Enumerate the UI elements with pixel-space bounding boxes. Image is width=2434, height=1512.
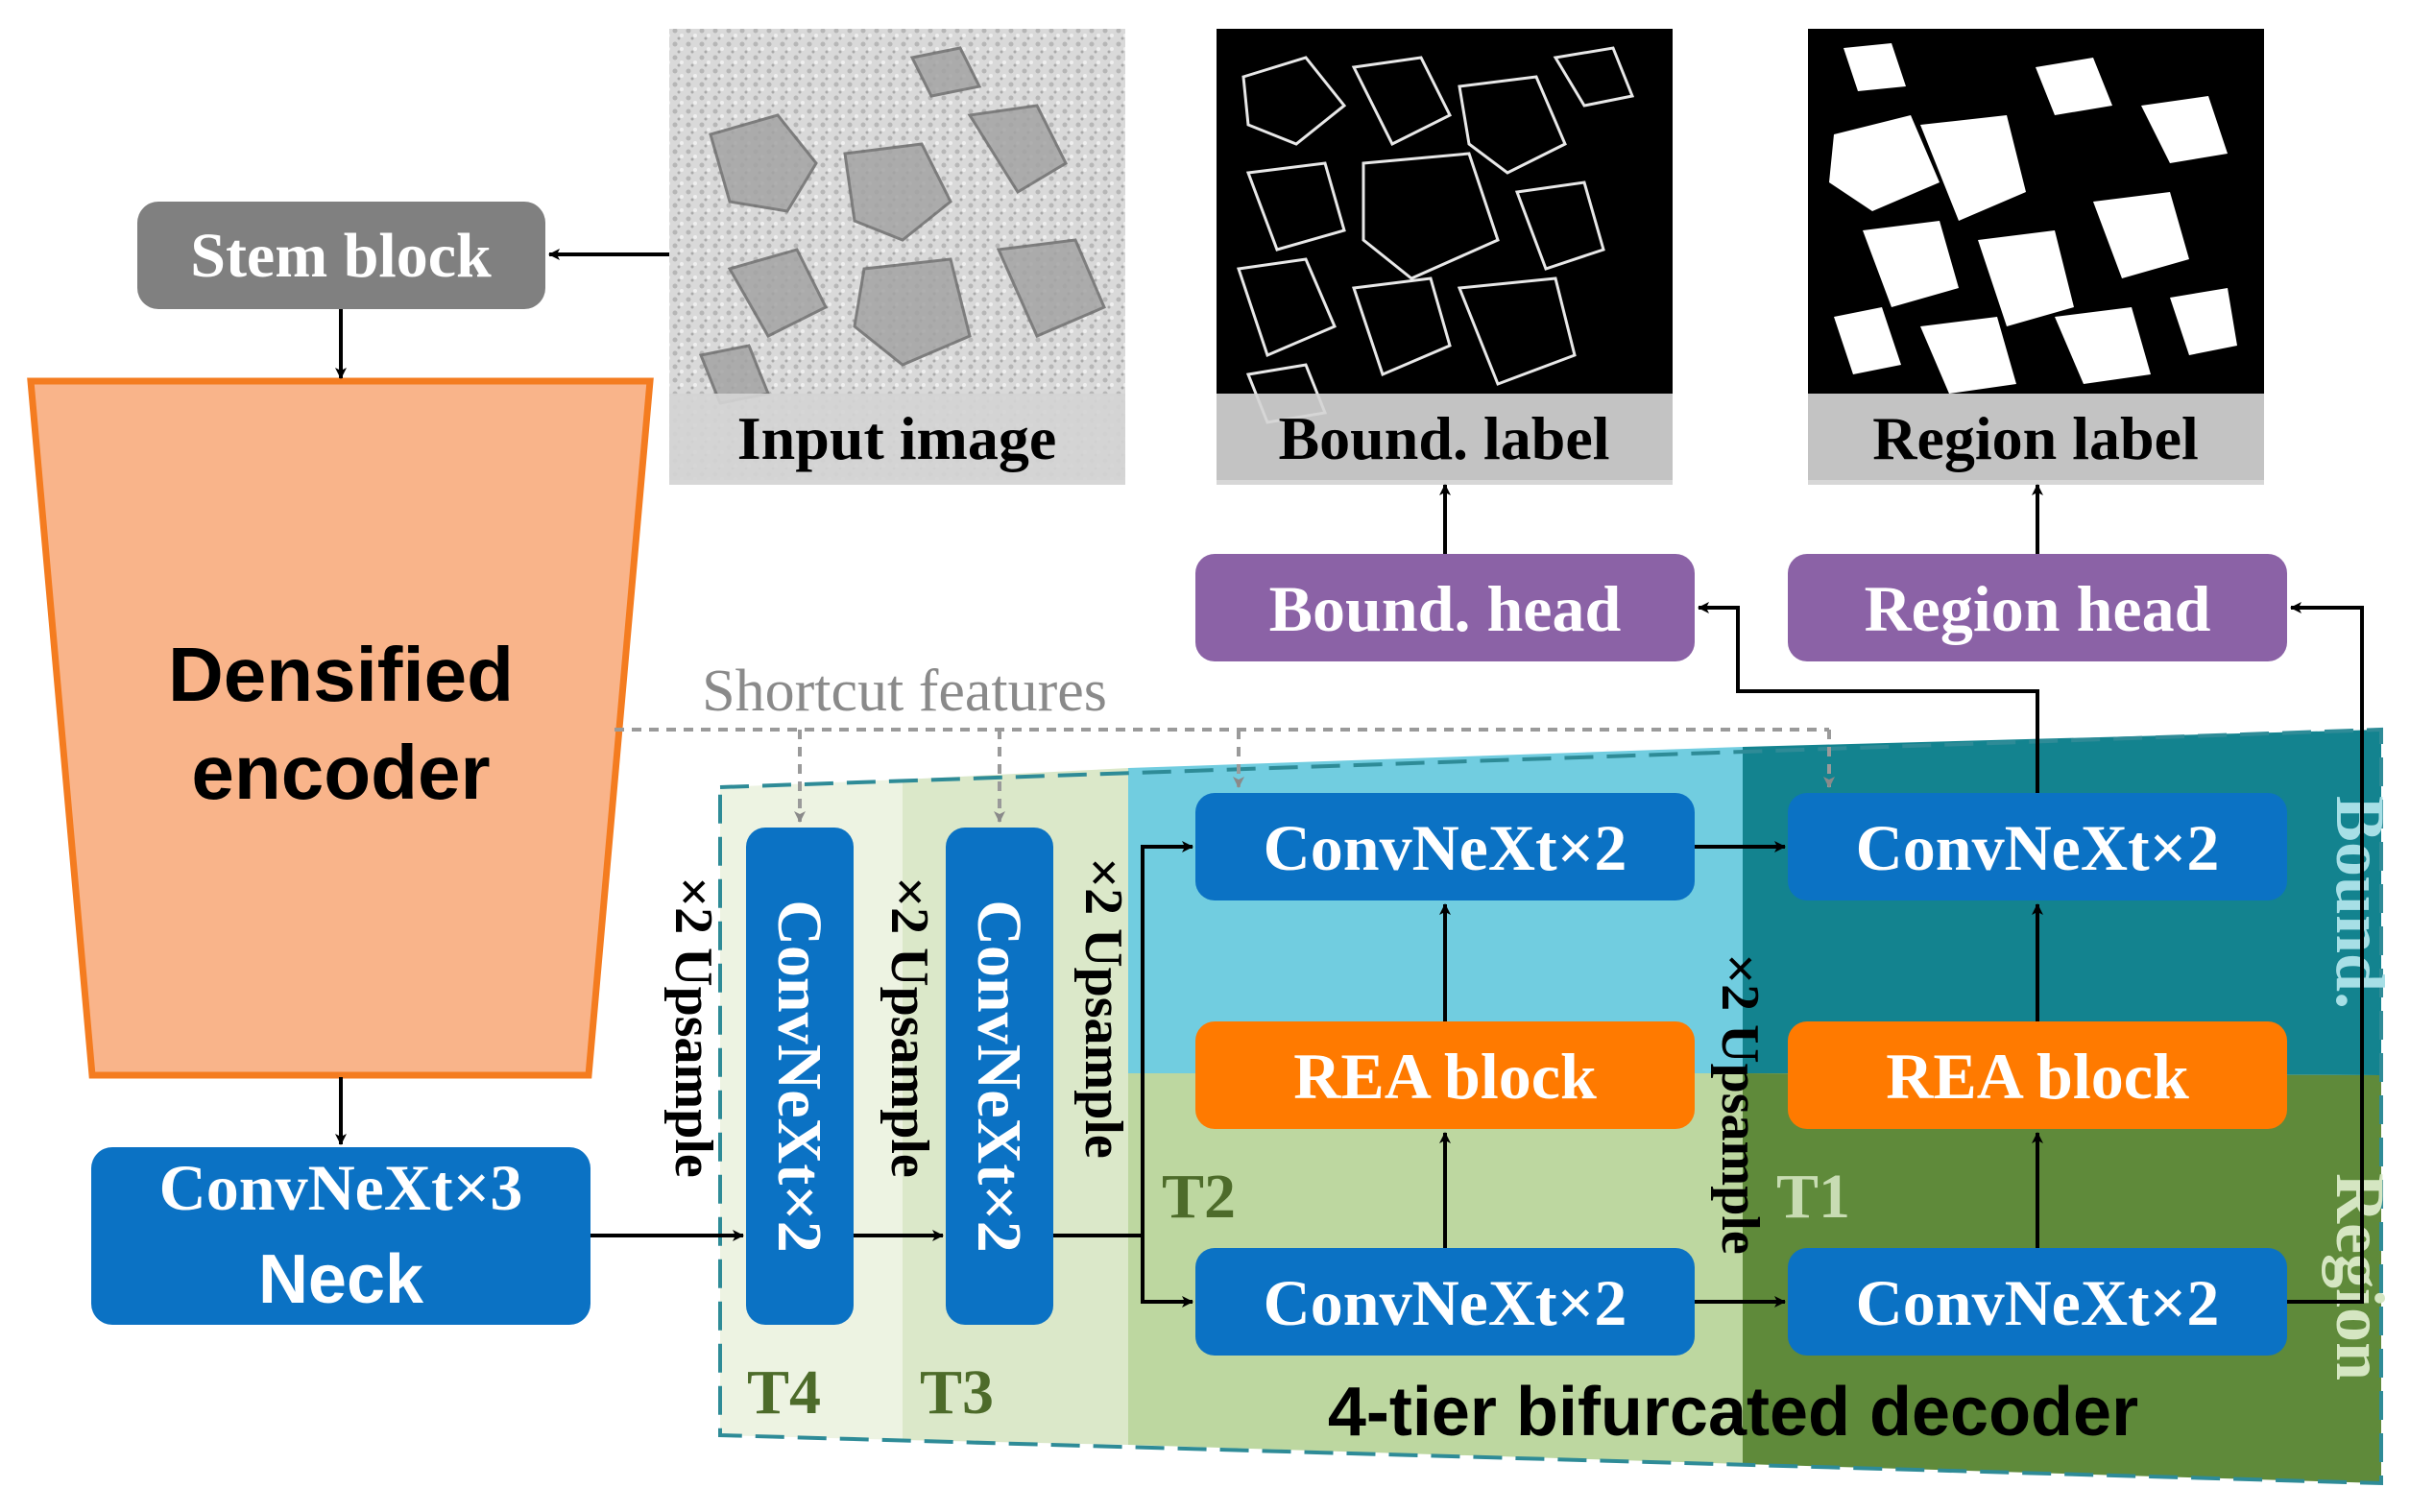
upsample-label-t2: ×2 Upsample [1073,857,1133,1159]
shortcut-arrows [615,728,1835,823]
tier2-bottom-label: ConvNeXt×2 [1264,1266,1627,1339]
tier3-label: T3 [920,1357,994,1428]
tier4-convnext-block: ConvNeXt×2 [746,828,854,1325]
stem-block: Stem block [137,202,545,309]
tier2-rea-block: REA block [1195,1021,1695,1129]
input-image-caption: Input image [737,404,1057,472]
bound-label-panel: Bound. label [1217,29,1673,485]
densified-encoder: Densified encoder [27,377,654,1079]
encoder-label-line1: Densified [168,632,514,717]
tier3-block-label: ConvNeXt×2 [964,900,1034,1253]
tier1-top-convnext: ConvNeXt×2 [1788,793,2287,900]
tier4-label: T4 [747,1357,821,1428]
arrow-t3-to-t2-top [1141,841,1193,1236]
input-caption-bg [669,394,1125,485]
neck-label-line2: Neck [258,1241,424,1318]
bound-label-caption: Bound. label [1278,404,1609,472]
input-image-panel: Input image [669,29,1125,485]
bound-head: Bound. head [1195,554,1695,661]
input-image-texture [698,46,1106,405]
arrow-t1-top-to-bound-head [1698,602,2039,793]
tier3-convnext-block: ConvNeXt×2 [946,828,1053,1325]
flow-arrows [335,249,2364,1308]
encoder-label-line2: encoder [191,730,490,815]
tier2-top-convnext: ConvNeXt×2 [1195,793,1695,900]
arrow-t3-to-t2-bottom [1141,1236,1193,1308]
region-caption-bg [1808,394,2264,485]
tier2-bottom-convnext: ConvNeXt×2 [1195,1248,1695,1356]
upsample-label-t4: ×2 Upsample [663,876,723,1178]
tier2-label: T2 [1162,1162,1236,1232]
tier1-rea-label: REA block [1886,1040,2189,1113]
bound-caption-bg [1217,394,1673,485]
tier4-block-label: ConvNeXt×2 [764,900,834,1253]
region-label-panel: Region label [1808,29,2264,485]
upsample-label-t3: ×2 Upsample [880,876,939,1178]
region-head: Region head [1788,554,2287,661]
bound-head-label: Bound. head [1269,572,1622,645]
tier1-top-label: ConvNeXt×2 [1856,811,2220,884]
region-head-label: Region head [1865,572,2211,645]
upsample-label-t1: ×2 Upsample [1710,953,1770,1255]
arrow-t1-bottom-to-region-head [2287,602,2364,1304]
region-label-texture [1829,43,2237,394]
tier1-bottom-convnext: ConvNeXt×2 [1788,1248,2287,1356]
tier2-top-label: ConvNeXt×2 [1264,811,1627,884]
shortcut-features-label: Shortcut features [702,659,1107,724]
tier1-label: T1 [1776,1162,1850,1232]
neck-block: ConvNeXt×3 Neck [91,1147,590,1325]
tier2-rea-label: REA block [1293,1040,1597,1113]
neck-label-line1: ConvNeXt×3 [159,1151,523,1224]
tier1-rea-block: REA block [1788,1021,2287,1129]
decoder-label: 4-tier bifurcated decoder [1328,1374,2138,1451]
tier1-bottom-label: ConvNeXt×2 [1856,1266,2220,1339]
region-label-caption: Region label [1872,404,2199,472]
stem-block-label: Stem block [190,221,492,291]
bound-label-texture [1237,46,1635,424]
